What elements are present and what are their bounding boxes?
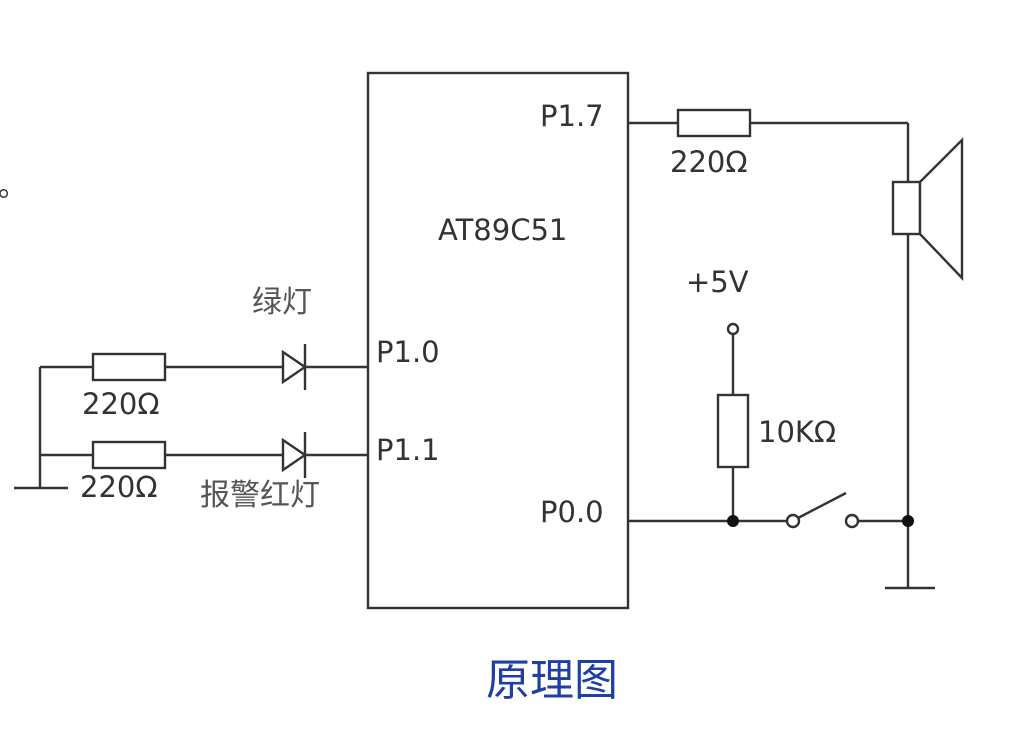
pin-label-p17: P1.7 (540, 99, 604, 133)
green-led-icon (281, 349, 308, 385)
junction-node (902, 515, 914, 527)
red-led-resistor-label: 220Ω (80, 470, 158, 504)
speaker-icon (918, 137, 964, 281)
supply-terminal (726, 322, 740, 336)
green-led-circuit: 绿灯 220Ω (40, 285, 368, 421)
microcontroller-chip (366, 71, 630, 610)
green-led-resistor (91, 352, 167, 382)
switch-terminal-right (844, 513, 860, 529)
green-led-resistor-label: 220Ω (82, 387, 160, 421)
pin-label-p10: P1.0 (376, 335, 440, 369)
speaker-resistor-label: 220Ω (670, 145, 748, 179)
stray-mark: 。 (0, 169, 27, 203)
chip-label: AT89C51 (438, 213, 567, 247)
pin-label-p00: P0.0 (540, 495, 604, 529)
pin-label-p11: P1.1 (376, 433, 440, 467)
red-led-resistor (91, 440, 167, 470)
red-led-icon (281, 437, 308, 473)
speaker-resistor (676, 108, 752, 138)
red-led-label: 报警红灯 (200, 478, 320, 513)
speaker-circuit: 220Ω (628, 108, 964, 590)
supply-label: +5V (686, 265, 749, 299)
diagram-caption: 原理图 (486, 655, 618, 706)
left-ground-bus (14, 367, 68, 490)
junction-node (727, 515, 739, 527)
red-led-circuit: 220Ω 报警红灯 (40, 432, 368, 513)
switch-circuit: +5V 10KΩ (628, 265, 914, 529)
switch-terminal-left (785, 513, 801, 529)
pullup-resistor-label: 10KΩ (758, 415, 836, 449)
green-led-label: 绿灯 (252, 285, 312, 320)
speaker-coil (891, 180, 922, 236)
pullup-resistor (716, 393, 750, 469)
switch-lever (797, 491, 847, 520)
